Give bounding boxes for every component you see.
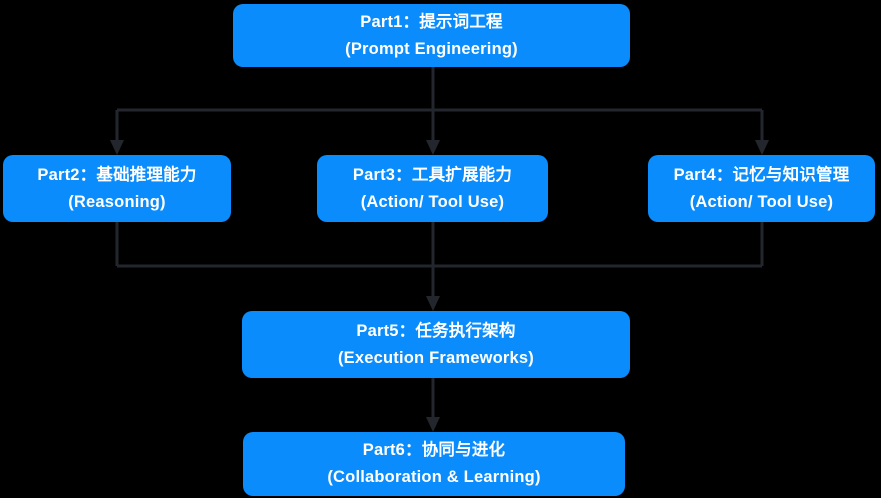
arrowhead-part3 [426, 140, 440, 155]
node-part2-title: Part2：基础推理能力 [37, 165, 197, 184]
arrowhead-part6 [426, 417, 440, 432]
node-part5-subtitle: (Execution Frameworks) [337, 348, 535, 367]
node-part2-subtitle: (Reasoning) [68, 192, 166, 211]
node-part5: Part5：任务执行架构 (Execution Frameworks) [242, 311, 630, 378]
node-part6-title: Part6：协同与进化 [362, 441, 506, 459]
node-part5-title: Part5：任务执行架构 [356, 321, 516, 340]
node-part2: Part2：基础推理能力 (Reasoning) [3, 155, 231, 222]
node-part3-subtitle: (Action/ Tool Use) [360, 192, 505, 211]
node-part6: Part6：协同与进化 (Collaboration & Learning) [243, 432, 625, 496]
node-part6-subtitle: (Collaboration & Learning) [327, 468, 541, 486]
node-part1: Part1：提示词工程 (Prompt Engineering) [233, 4, 630, 67]
arrowhead-part5 [426, 296, 440, 311]
arrowhead-part2 [110, 140, 124, 155]
node-part1-title: Part1：提示词工程 [360, 12, 503, 31]
node-part1-subtitle: (Prompt Engineering) [345, 39, 518, 58]
node-part3: Part3：工具扩展能力 (Action/ Tool Use) [317, 155, 548, 222]
node-part4: Part4：记忆与知识管理 (Action/ Tool Use) [648, 155, 875, 222]
arrowhead-part4 [755, 140, 769, 155]
node-part4-subtitle: (Action/ Tool Use) [689, 192, 834, 211]
node-part4-title: Part4：记忆与知识管理 [673, 165, 850, 184]
node-part3-title: Part3：工具扩展能力 [352, 165, 513, 184]
